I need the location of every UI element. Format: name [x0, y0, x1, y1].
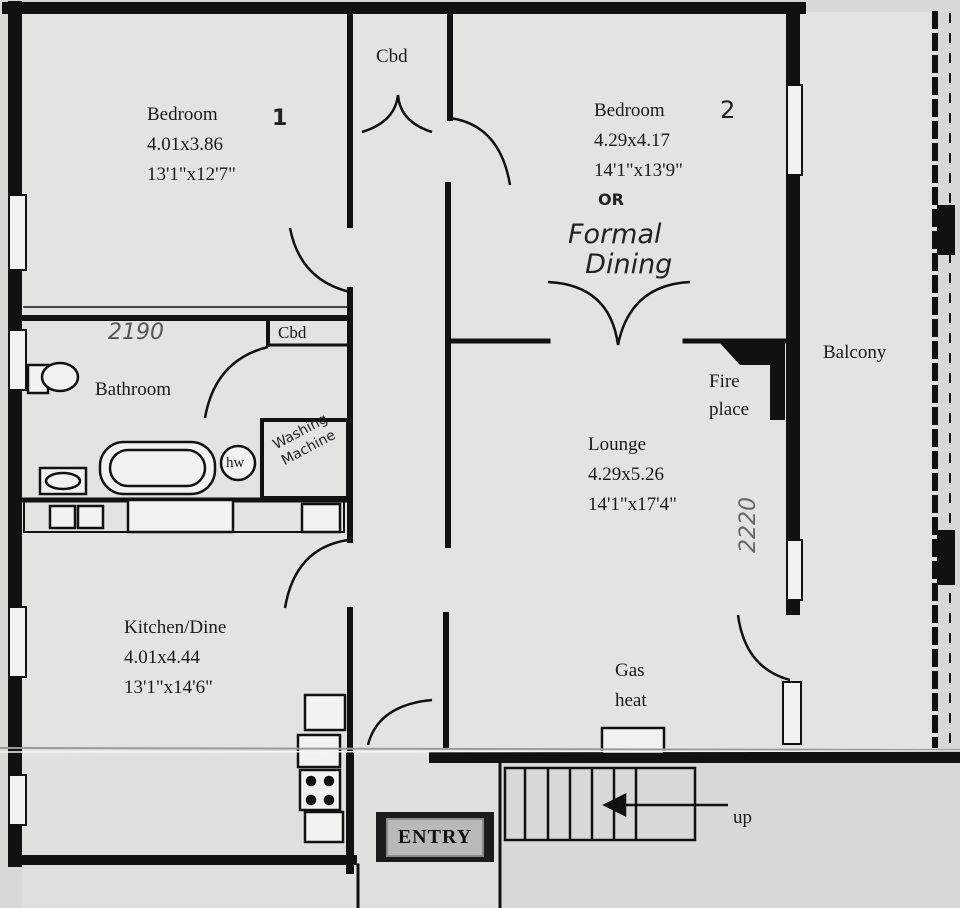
- kitchen-imperial: 13'1"x14'6": [124, 677, 213, 698]
- handwritten-formal-dining: Formal Dining: [568, 219, 673, 280]
- lounge-metric: 4.29x5.26: [588, 464, 664, 485]
- bedroom-2-name: Bedroom: [594, 100, 665, 121]
- entry-sign: ENTRY: [376, 812, 494, 862]
- cupboard-label: Cbd: [376, 46, 408, 67]
- bedroom-2-metric: 4.29x4.17: [594, 130, 670, 151]
- handwritten-or: OR: [598, 190, 624, 209]
- lounge-imperial: 14'1"x17'4": [588, 494, 677, 515]
- bath-cupboard-label: Cbd: [278, 323, 307, 342]
- entry-label: ENTRY: [385, 817, 485, 857]
- kitchen-metric: 4.01x4.44: [124, 647, 200, 668]
- bedroom-1-name: Bedroom: [147, 104, 218, 125]
- bedroom-1-metric: 4.01x3.86: [147, 134, 223, 155]
- door-swings: [203, 94, 791, 746]
- hot-water-label: hw: [226, 455, 245, 471]
- handwritten-lounge-width: 2220: [736, 497, 761, 553]
- balcony-label: Balcony: [823, 342, 887, 363]
- windows: [8, 84, 803, 826]
- bedroom-2-number: 2: [720, 96, 736, 124]
- bedroom-2-imperial: 14'1"x13'9": [594, 160, 683, 181]
- lounge-name: Lounge: [588, 434, 647, 455]
- stairs-up-label: up: [733, 807, 752, 828]
- handwritten-bath-width: 2190: [108, 320, 164, 345]
- fireplace-label: Fire place: [709, 371, 750, 420]
- stairs: [503, 766, 728, 842]
- bathroom-label: Bathroom: [95, 379, 171, 400]
- bedroom-1-number: 1: [272, 106, 288, 131]
- gas-heat-label: Gas heat: [615, 660, 647, 711]
- fireplace-block: [718, 341, 785, 420]
- kitchen-name: Kitchen/Dine: [124, 617, 227, 638]
- bedroom-1-imperial: 13'1"x12'7": [147, 164, 236, 185]
